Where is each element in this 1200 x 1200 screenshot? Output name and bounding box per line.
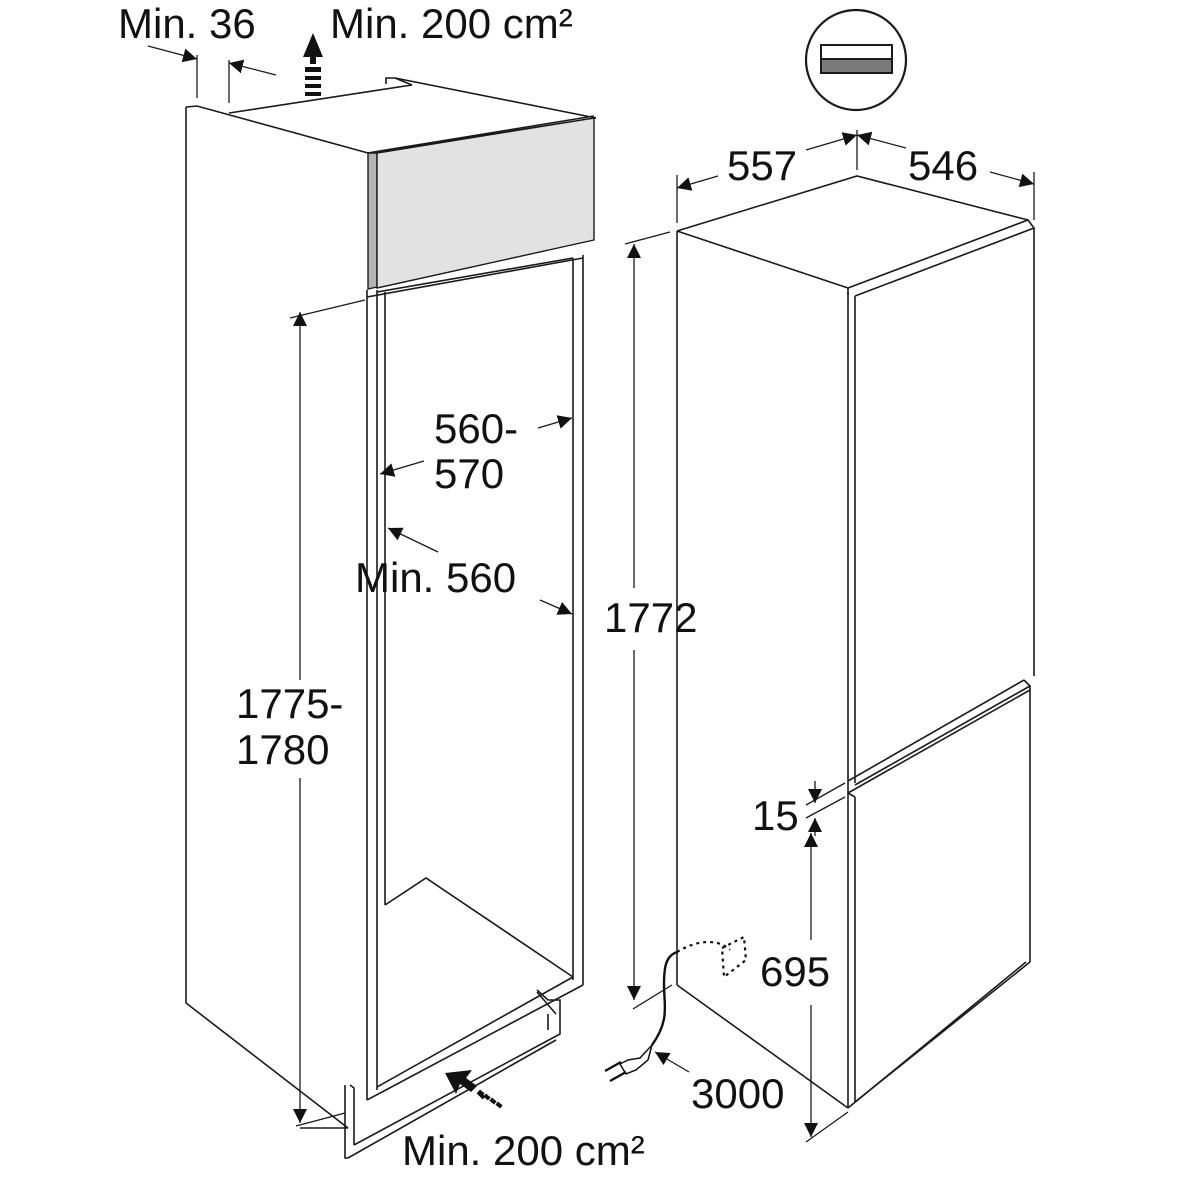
label-bottom-vent: Min. 200 cm² bbox=[402, 1127, 645, 1174]
label-lower-door: 695 bbox=[760, 948, 830, 995]
label-appliance-depth: 546 bbox=[908, 142, 978, 189]
power-cable bbox=[651, 935, 748, 1046]
dim-niche-height: 1775- 1780 bbox=[236, 299, 366, 1127]
dim-door-gap: 15 bbox=[752, 781, 846, 839]
label-appliance-width: 557 bbox=[727, 142, 797, 189]
dim-min36: Min. 36 bbox=[118, 0, 277, 103]
dim-niche-depth: Min. 560 bbox=[355, 527, 573, 615]
label-door-gap: 15 bbox=[752, 792, 799, 839]
flat-door-fixing-icon bbox=[804, 8, 908, 112]
ventilation-cover-panel bbox=[367, 115, 595, 290]
dim-lower-door: 695 bbox=[760, 833, 849, 1143]
label-niche-width-1: 560- bbox=[434, 405, 518, 452]
label-top-vent: Min. 200 cm² bbox=[330, 0, 573, 47]
vent-arrow-in-icon bbox=[445, 1070, 503, 1109]
dim-appliance-height: 1772 bbox=[604, 231, 697, 1010]
dim-cable-length: 3000 bbox=[654, 1051, 784, 1117]
label-niche-width-2: 570 bbox=[434, 450, 504, 497]
dim-appliance-width-depth: 557 546 bbox=[676, 130, 1035, 223]
label-cable-length: 3000 bbox=[691, 1070, 784, 1117]
label-appliance-height: 1772 bbox=[604, 594, 697, 641]
label-niche-depth: Min. 560 bbox=[355, 554, 516, 601]
power-plug-icon bbox=[604, 1044, 653, 1083]
appliance-body bbox=[676, 175, 1036, 1109]
label-niche-height-2: 1780 bbox=[236, 726, 329, 773]
vent-arrow-up-icon bbox=[303, 33, 323, 96]
dim-niche-width: 560- 570 bbox=[379, 405, 573, 497]
label-min-36: Min. 36 bbox=[118, 0, 256, 47]
label-niche-height-1: 1775- bbox=[236, 680, 343, 727]
